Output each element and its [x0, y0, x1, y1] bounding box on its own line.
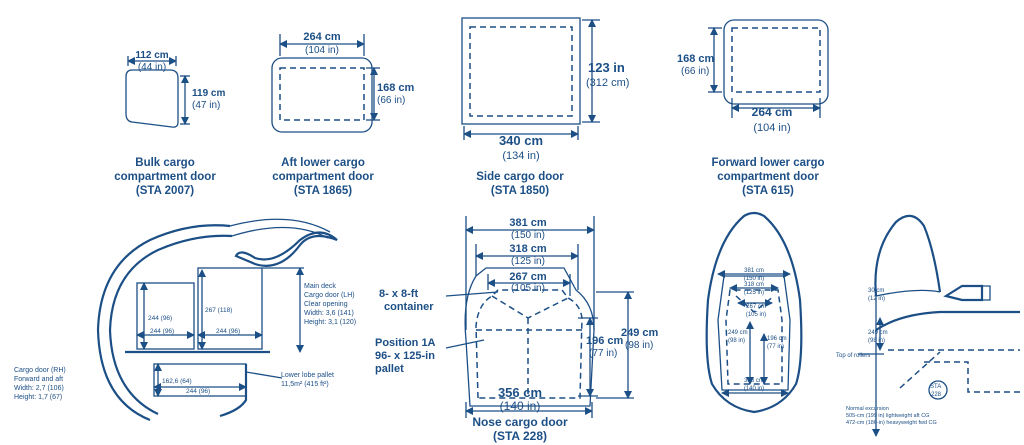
side-height-cm: (312 cm) — [586, 77, 629, 89]
main-deck-5: Height: 3,1 (120) — [304, 319, 356, 326]
top-of-rollers: Top of rollers — [836, 353, 870, 359]
sp-249-cm: 249 cm — [868, 330, 888, 336]
fv-249-cm: 249 cm — [728, 330, 748, 336]
aft-caption-3: (STA 1865) — [294, 185, 352, 197]
nose-267-in: (105 in) — [511, 283, 545, 294]
lower-162-label: 162,6 (64) — [162, 378, 192, 385]
aft-height-cm: 168 cm — [377, 82, 415, 94]
bulk-caption-3: (STA 2007) — [136, 185, 194, 197]
nose-249-cm: 249 cm — [621, 327, 659, 339]
pallet-244-label: 244 (96) — [148, 315, 172, 322]
side-cargo-door: 123 in (312 cm) 340 cm (134 in) Side car… — [461, 17, 629, 197]
bulk-caption-1: Bulk cargo — [135, 157, 194, 169]
fv-267-cm: 267 cm — [746, 304, 766, 310]
lower-244-label: 244 (96) — [186, 388, 210, 395]
fv-318-in: (125 in) — [744, 290, 764, 296]
base-244-a: 244 (96) — [150, 328, 174, 335]
side-width-cm: 340 cm — [499, 133, 543, 148]
bulk-caption-2: compartment door — [114, 171, 216, 183]
fwd-width-in: (104 in) — [753, 122, 790, 134]
bulk-cargo-door: 112 cm (44 in) 119 cm (47 in) Bulk cargo… — [114, 50, 225, 197]
fv-196-cm: 196 cm — [767, 336, 787, 342]
fwd-caption-1: Forward lower cargo — [711, 157, 824, 169]
fv-381-in: (150 in) — [744, 276, 764, 282]
nose-356-cm: 356 cm — [498, 385, 542, 400]
forward-lower-cargo-door: 168 cm (66 in) 264 cm (104 in) Forward l… — [677, 19, 829, 197]
aft-caption-1: Aft lower cargo — [281, 157, 365, 169]
main-deck-4: Width: 3,6 (141) — [304, 310, 354, 317]
aft-width-cm: 264 cm — [303, 31, 341, 43]
nose-318-cm: 318 cm — [509, 243, 547, 255]
fwd-width-cm: 264 cm — [752, 105, 793, 119]
fv-318-cm: 318 cm — [744, 282, 764, 288]
nose-318-in: (125 in) — [511, 256, 545, 267]
aft-width-in: (104 in) — [305, 45, 339, 56]
lower-lobe-1: Lower lobe pallet — [281, 372, 334, 379]
excursion-3: 472-cm (186-in) heavyweight fwd CG — [846, 420, 937, 426]
fuselage-cross-section: 244 (96) 267 (118) 244 (96) 244 (96) 162… — [14, 218, 356, 422]
sta-label-2: 228 — [931, 392, 942, 398]
cargo-rh-1: Cargo door (RH) — [14, 367, 66, 374]
lower-lobe-2: 11,5m² (415 ft²) — [281, 381, 329, 388]
nose-267-cm: 267 cm — [509, 271, 547, 283]
nose-249-in: (98 in) — [625, 340, 653, 351]
nose-381-cm: 381 cm — [509, 217, 547, 229]
fwd-caption-3: (STA 615) — [742, 185, 794, 197]
nose-pallet-2: 96- x 125-in — [375, 350, 435, 362]
bulk-height-in: (47 in) — [192, 100, 220, 111]
nose-356-in: (140 in) — [500, 399, 541, 413]
side-width-in: (134 in) — [502, 150, 539, 162]
pallet-267-label: 267 (118) — [205, 307, 232, 314]
main-deck-1: Main deck — [304, 283, 336, 290]
nose-196-in: (77 in) — [589, 348, 617, 359]
bulk-height-cm: 119 cm — [192, 88, 225, 99]
aft-lower-cargo-door: 264 cm (104 in) 168 cm (66 in) Aft lower… — [271, 31, 415, 197]
excursion-2: 505-cm (199 in) lightweight aft CG — [846, 413, 929, 419]
fv-356-in: (140 in) — [744, 386, 764, 392]
nose-pallet-3: pallet — [375, 363, 404, 375]
cargo-rh-2: Forward and aft — [14, 376, 63, 383]
cargo-rh-4: Height: 1,7 (67) — [14, 394, 62, 401]
nose-pallet-1: Position 1A — [375, 337, 436, 349]
sp-30-cm: 30 cm — [868, 288, 884, 294]
nose-381-in: (150 in) — [511, 230, 545, 241]
fv-356-cm: 356 cm — [744, 378, 764, 384]
fv-267-in: (105 in) — [746, 312, 766, 318]
fv-196-in: (77 in) — [767, 344, 784, 350]
fv-249-in: (98 in) — [728, 338, 745, 344]
fv-381-cm: 381 cm — [744, 268, 764, 274]
fwd-caption-2: compartment door — [717, 171, 819, 183]
cargo-rh-3: Width: 2,7 (106) — [14, 385, 64, 392]
aft-caption-2: compartment door — [272, 171, 374, 183]
nose-caption-1: Nose cargo door — [472, 415, 568, 429]
fwd-height-in: (66 in) — [681, 66, 709, 77]
nose-cargo-door: 381 cm (150 in) 318 cm (125 in) 267 cm (… — [375, 216, 659, 443]
excursion-1: Normal excursion — [846, 406, 889, 412]
front-view-small: 381 cm (150 in) 318 cm (125 in) 267 cm (… — [705, 211, 803, 414]
main-deck-2: Cargo door (LH) — [304, 292, 355, 299]
bulk-width-in: (44 in) — [138, 62, 166, 73]
sp-30-in: (12 in) — [868, 296, 885, 302]
aft-height-in: (66 in) — [377, 95, 405, 106]
side-caption-2: (STA 1850) — [491, 185, 549, 197]
nose-196-cm: 196 cm — [586, 335, 624, 347]
main-deck-3: Clear opening — [304, 301, 348, 308]
sp-249-in: (98 in) — [868, 338, 885, 344]
side-height-in: 123 in — [588, 60, 625, 75]
sta-label-1: STA — [930, 384, 941, 390]
bulk-width-cm: 112 cm — [135, 50, 168, 61]
nose-container-2: container — [384, 301, 434, 313]
fwd-height-cm: 168 cm — [677, 53, 715, 65]
nose-container-1: 8- x 8-ft — [379, 288, 418, 300]
side-caption-1: Side cargo door — [476, 171, 564, 183]
nose-caption-2: (STA 228) — [493, 429, 547, 443]
base-244-b: 244 (96) — [216, 328, 240, 335]
nose-side-profile: STA 228 30 cm (12 in) 249 cm (98 in) Top… — [836, 214, 1020, 437]
